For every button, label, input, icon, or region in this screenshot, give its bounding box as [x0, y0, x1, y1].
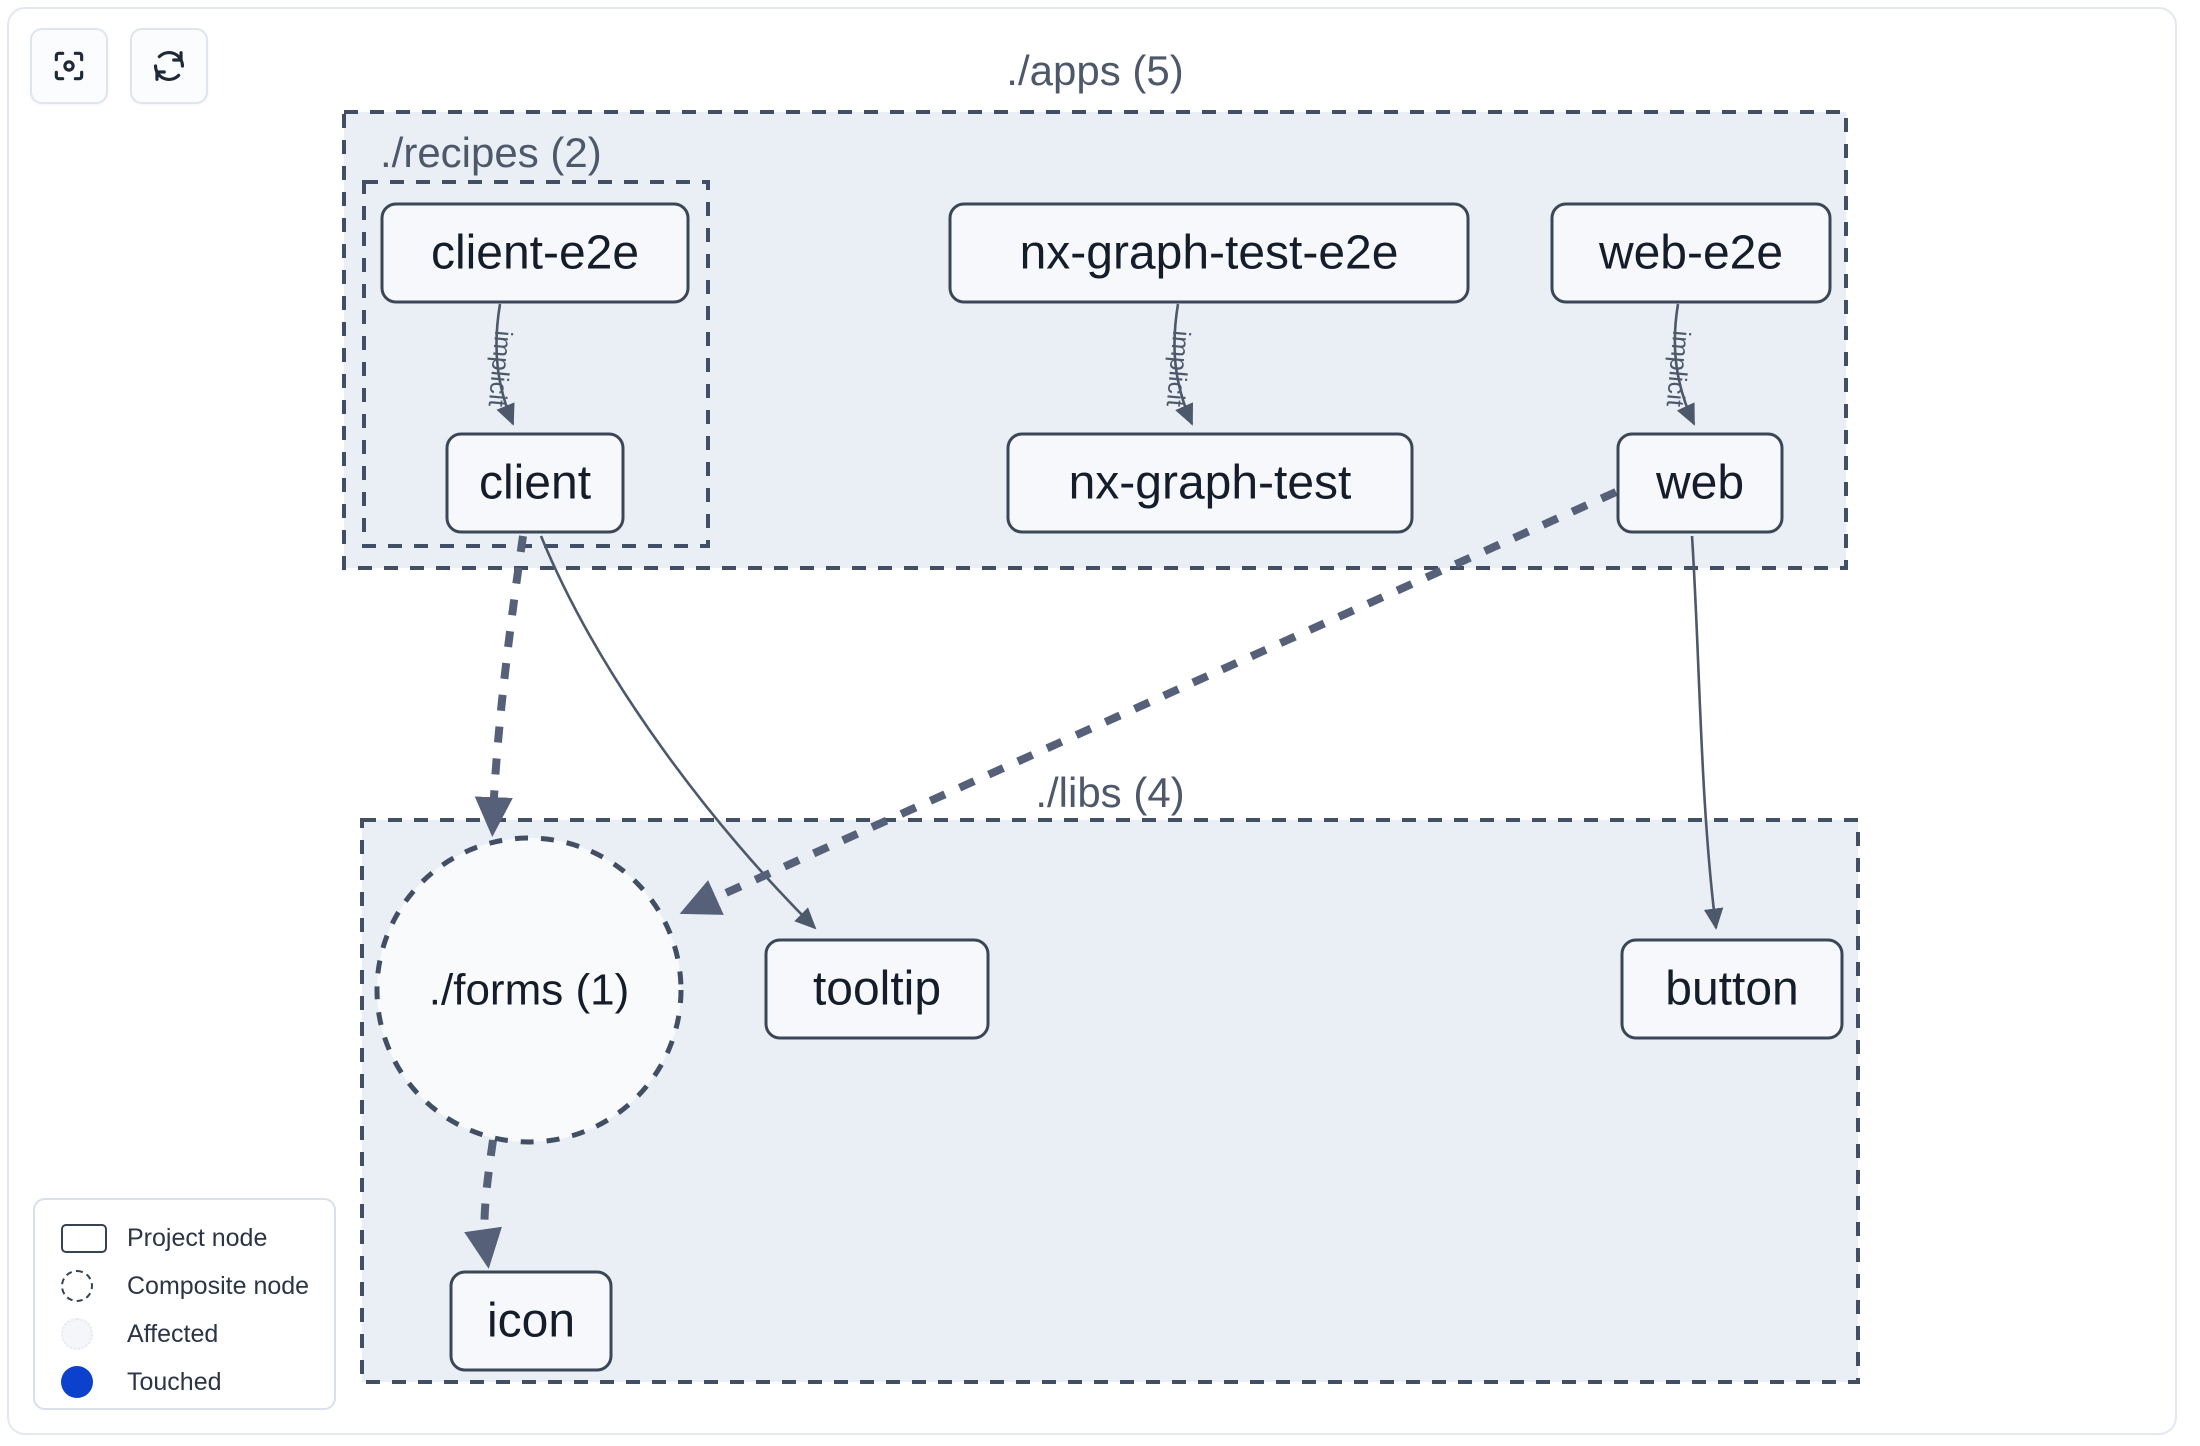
group-label-recipes: ./recipes (2): [380, 129, 602, 176]
focus-graph-button[interactable]: [30, 28, 108, 104]
refresh-graph-button[interactable]: [130, 28, 208, 104]
node-icon[interactable]: icon: [449, 1270, 613, 1372]
edge-label-client-e2e-client: implicit: [483, 329, 518, 408]
node-nx-graph-test[interactable]: nx-graph-test: [1006, 432, 1414, 534]
node-label-nx-graph-test-e2e: nx-graph-test-e2e: [1020, 227, 1399, 280]
node-client[interactable]: client: [445, 432, 625, 534]
legend-item-affected: Affected: [35, 1310, 334, 1358]
legend-label-composite-node: Composite node: [127, 1271, 310, 1300]
edge-label-web-e2e-web: implicit: [1661, 329, 1696, 408]
node-web[interactable]: web: [1616, 432, 1784, 534]
node-web-e2e[interactable]: web-e2e: [1550, 202, 1832, 304]
graph-nodes: client-e2e nx-graph-test-e2e web-e2e cli…: [374, 202, 1844, 1372]
graph-toolbar: [30, 28, 208, 104]
legend-label-touched: Touched: [127, 1367, 222, 1396]
composite-node-swatch: [61, 1270, 115, 1302]
node-label-nx-graph-test: nx-graph-test: [1069, 457, 1352, 510]
edge-client-to-tooltip[interactable]: [539, 535, 817, 930]
node-label-client-e2e: client-e2e: [431, 227, 639, 280]
edge-client-to-forms[interactable]: [474, 535, 527, 838]
graph-edges: implicit implicit implicit: [464, 303, 1724, 1269]
node-client-e2e[interactable]: client-e2e: [380, 202, 690, 304]
edge-web-to-forms[interactable]: [679, 488, 1618, 915]
group-labels: ./apps (5) ./recipes (2) ./libs (4): [380, 47, 1185, 816]
node-nx-graph-test-e2e[interactable]: nx-graph-test-e2e: [948, 202, 1470, 304]
viewfinder-focus-icon: [50, 47, 88, 85]
refresh-icon: [150, 47, 188, 85]
legend-item-project-node: Project node: [35, 1214, 334, 1262]
node-label-web: web: [1655, 457, 1744, 510]
affected-swatch: [61, 1318, 115, 1350]
node-label-button: button: [1665, 963, 1798, 1016]
legend-label-affected: Affected: [127, 1319, 219, 1348]
node-label-icon: icon: [487, 1295, 575, 1348]
group-label-apps: ./apps (5): [1006, 47, 1183, 94]
node-button[interactable]: button: [1620, 938, 1844, 1040]
node-label-tooltip: tooltip: [813, 963, 941, 1016]
edge-forms-to-icon[interactable]: [464, 1139, 502, 1269]
legend-label-project-node: Project node: [127, 1223, 268, 1252]
edge-label-nx-e2e-nx: implicit: [1161, 329, 1196, 408]
edge-nx-graph-test-e2e-to-nx-graph-test[interactable]: [1173, 303, 1194, 426]
node-label-client: client: [479, 457, 591, 510]
node-tooltip[interactable]: tooltip: [764, 938, 990, 1040]
legend-item-composite-node: Composite node: [35, 1262, 334, 1310]
node-label-forms: ./forms (1): [429, 966, 629, 1015]
edge-client-e2e-to-client[interactable]: [495, 303, 515, 426]
project-node-swatch: [61, 1223, 115, 1253]
legend-item-touched: Touched: [35, 1358, 334, 1406]
edge-web-to-button[interactable]: [1690, 535, 1724, 930]
group-label-libs: ./libs (4): [1035, 769, 1184, 816]
node-label-web-e2e: web-e2e: [1598, 227, 1783, 280]
touched-swatch: [61, 1366, 115, 1398]
graph-legend: Project node Composite node Affected Tou…: [33, 1198, 336, 1410]
node-forms-composite[interactable]: ./forms (1): [374, 835, 684, 1145]
edge-web-e2e-to-web[interactable]: [1673, 303, 1696, 426]
